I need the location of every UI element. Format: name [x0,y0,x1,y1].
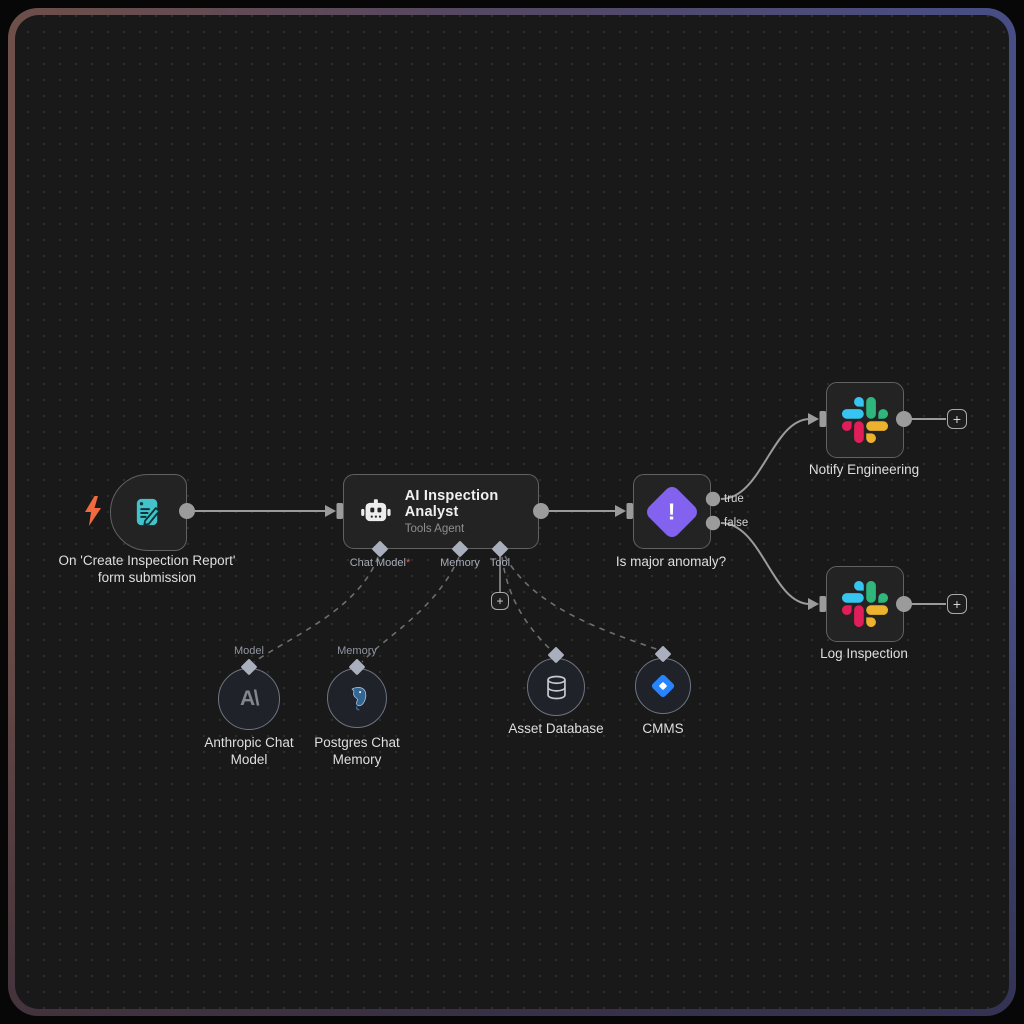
add-node-button-after-log[interactable]: + [947,594,967,614]
postgresql-icon [351,686,366,710]
node-cmms[interactable] [635,658,691,714]
port-label-memory: Memory [440,557,480,569]
slack-icon [842,397,888,443]
anthropic-label: Anthropic Chat Model [204,735,294,767]
log-label: Log Inspection [820,646,908,661]
agent-subtitle: Tools Agent [404,523,465,535]
edge-true-to-notify [720,418,811,500]
node-log-inspection[interactable] [826,566,904,642]
node-anthropic-chat-model[interactable]: A\ [218,668,280,730]
node-is-major-anomaly[interactable]: ! [633,474,711,549]
port-label-chat-model: Chat Model* [350,557,411,569]
output-label-true: true [724,493,744,505]
input-arrow-log [808,598,819,610]
trigger-label: On 'Create Inspection Report' form submi… [58,553,236,585]
node-form-trigger[interactable] [110,474,187,551]
agent-title: AI Inspection Analyst [404,488,499,520]
node-postgres-chat-memory[interactable] [327,668,387,728]
input-arrow-notify [808,413,819,425]
input-arrow-anomaly [615,505,626,517]
add-tool-button[interactable]: + [491,592,509,610]
node-asset-database[interactable] [527,658,585,716]
edge-agent-to-assetdb [501,556,553,652]
notify-label: Notify Engineering [808,462,920,477]
input-arrow-agent [325,505,336,517]
database-icon [546,675,566,699]
add-node-button-after-notify[interactable]: + [947,409,967,429]
required-asterisk: * [405,557,411,569]
port-label-model: Model [234,645,264,657]
robot-icon [361,498,391,521]
anomaly-label: Is major anomaly? [615,554,727,569]
exclamation-glyph: ! [668,497,676,524]
cmms-label: CMMS [642,721,684,736]
postgres-label: Postgres Chat Memory [314,735,400,767]
node-ai-agent[interactable]: AI Inspection Analyst Tools Agent [343,474,539,549]
port-label-memory-sub: Memory [337,645,377,657]
chat-model-text: Chat Model [349,557,406,569]
node-notify-engineering[interactable] [826,382,904,458]
blue-diamond-icon [651,674,675,698]
anthropic-icon: A\ [240,687,260,710]
lightning-bolt-icon [85,496,101,526]
port-label-tool: Tool [489,557,511,569]
output-label-false: false [724,517,749,529]
alert-diamond-icon: ! [643,483,701,540]
form-icon [136,498,161,526]
slack-icon [842,581,888,627]
asset-db-label: Asset Database [508,721,604,736]
